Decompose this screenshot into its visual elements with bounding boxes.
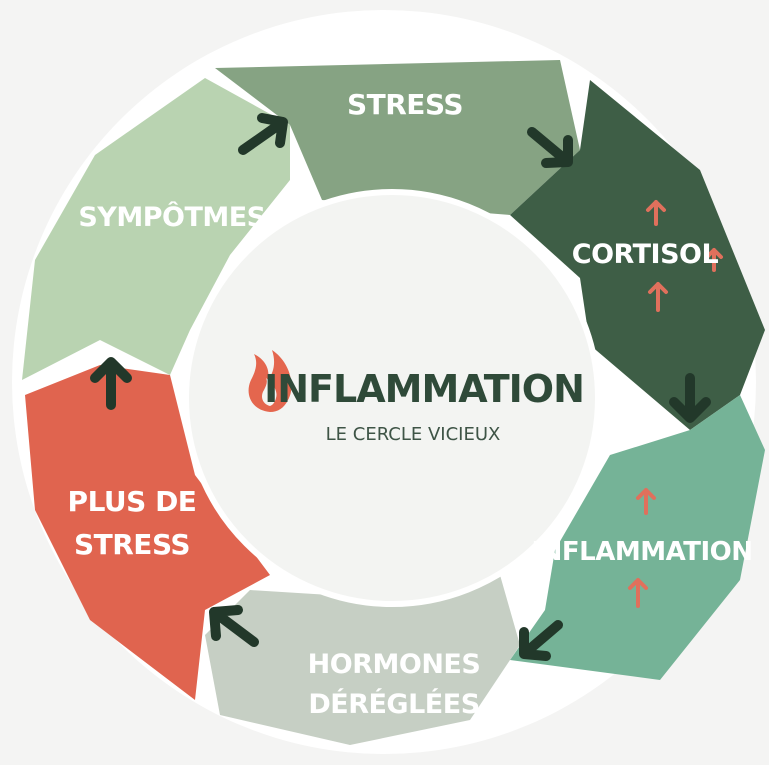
label-plus-de-stress-line1: PLUS DE [68,485,197,518]
label-plus-de-stress-line2: STRESS [74,528,190,561]
label-symptomes: SYMPÔTMES [78,201,265,233]
segment-symptomes [22,78,290,380]
segment-inflammation [510,395,765,680]
center-subtitle: LE CERCLE VICIEUX [326,424,501,445]
up-arrow-icon [636,488,656,515]
segments-group [22,60,765,745]
segment-plus-de-stress [25,365,270,700]
center-disc [183,189,601,607]
arrow-symptomes-to-stress [238,113,288,155]
flame-icon [248,350,292,412]
arrow-inflammation-to-hormones [519,620,563,661]
up-arrow-icon [648,282,668,312]
up-arrow-icon [646,200,666,226]
segment-stress [215,60,580,215]
label-cortisol: CORTISOL [572,239,719,270]
segment-hormones [205,575,520,745]
transition-arrows [90,113,711,661]
segment-cortisol [510,80,765,430]
arrow-cortisol-to-inflammation [669,373,711,423]
center-title: INFLAMMATION [264,367,584,411]
arrow-hormones-to-plus-de-stress [209,605,259,647]
label-stress: STRESS [347,88,463,121]
increase-arrows [628,200,723,608]
up-arrow-icon [628,578,648,608]
label-hormones-line2: DÉRÉGLÉES [308,688,479,720]
label-inflammation: INFLAMMATION [531,537,752,567]
arrow-plus-de-stress-to-symptomes [90,357,132,410]
up-arrow-icon [705,248,723,272]
arrow-stress-to-cortisol [527,127,573,168]
label-hormones-line1: HORMONES [308,649,481,680]
